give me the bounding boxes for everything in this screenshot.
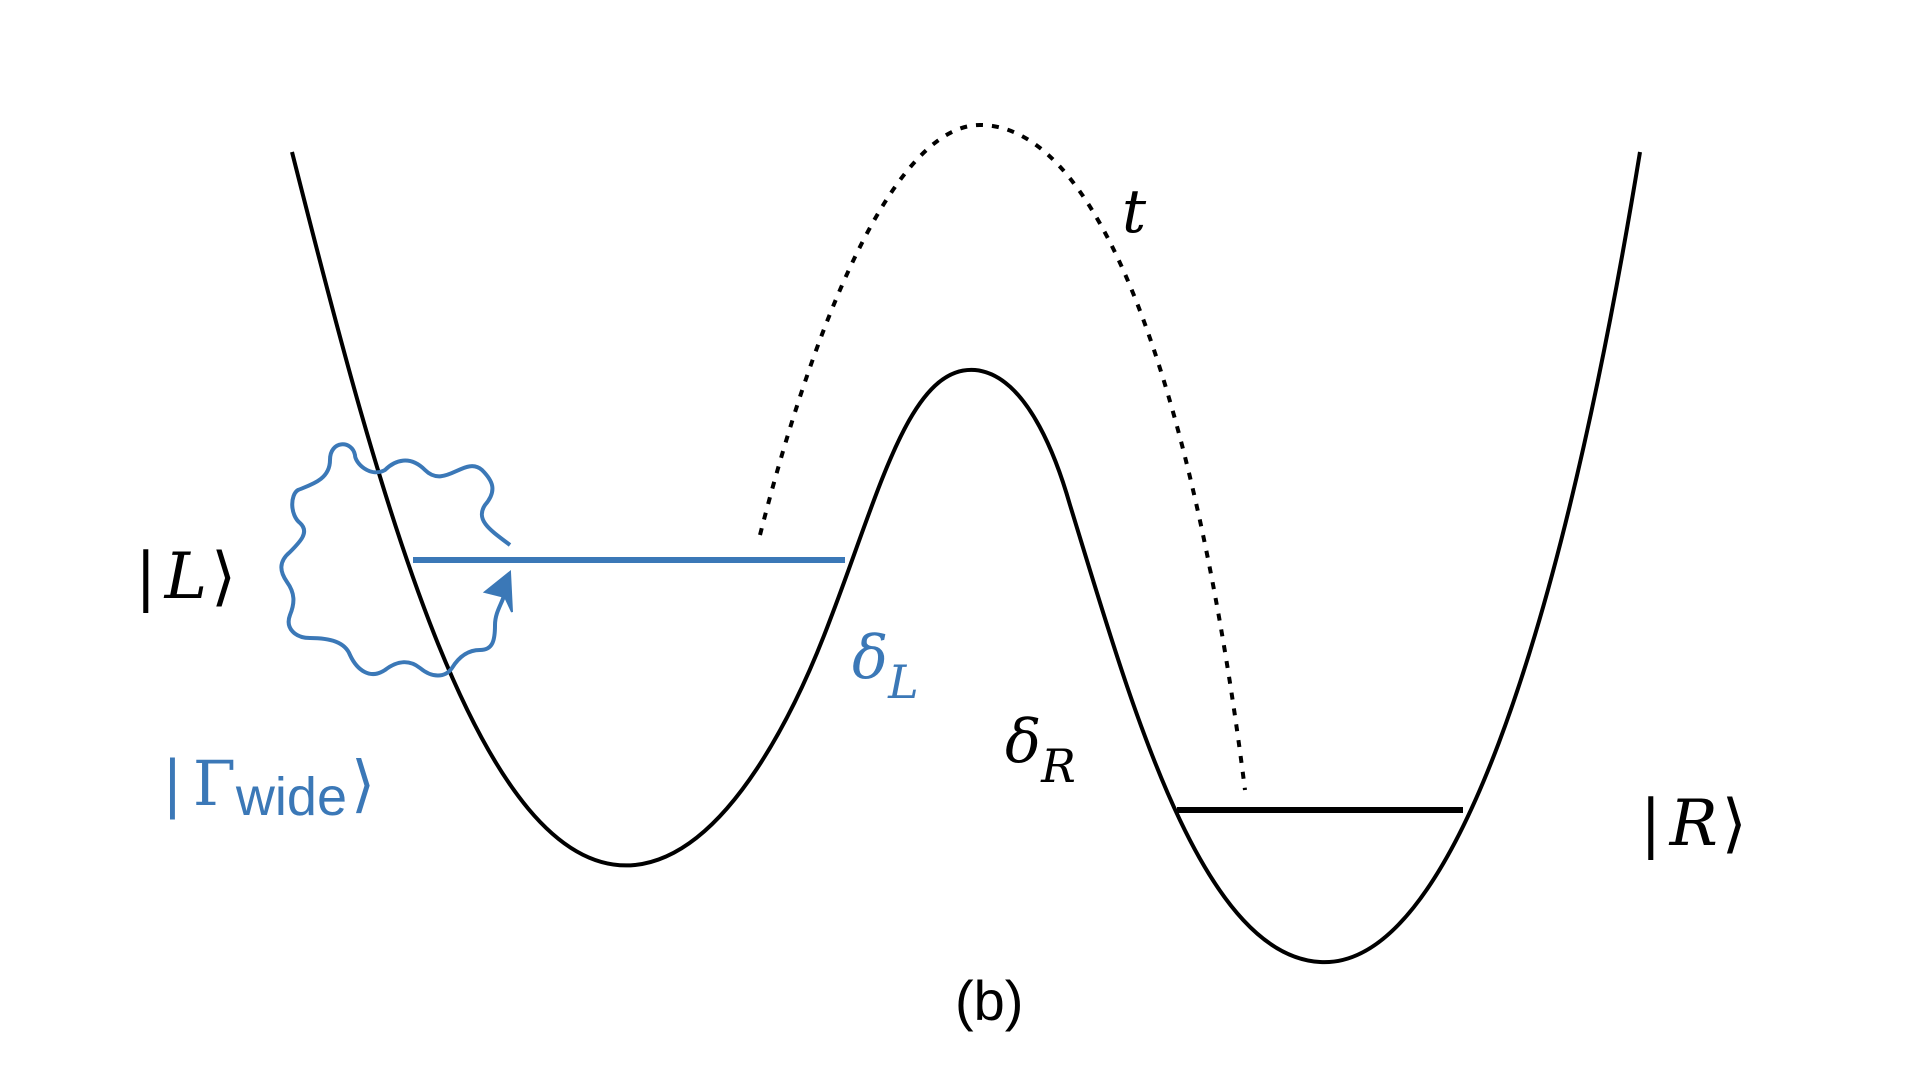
detuning-label-right: δR — [1005, 707, 1076, 793]
double-well-potential-curve — [290, 151, 1642, 965]
wavy-cloud-icon — [279, 442, 512, 678]
arrow-head-icon — [482, 569, 513, 613]
coupling-label: t — [1122, 177, 1147, 247]
figure-caption: (b) — [955, 969, 1023, 1032]
tunneling-arc — [758, 122, 1247, 791]
state-label-left: |L⟩ — [135, 540, 236, 614]
state-label-wide: |Γwide⟩ — [162, 747, 375, 827]
state-label-right: |R⟩ — [1640, 787, 1747, 861]
detuning-label-left: δL — [852, 623, 919, 709]
